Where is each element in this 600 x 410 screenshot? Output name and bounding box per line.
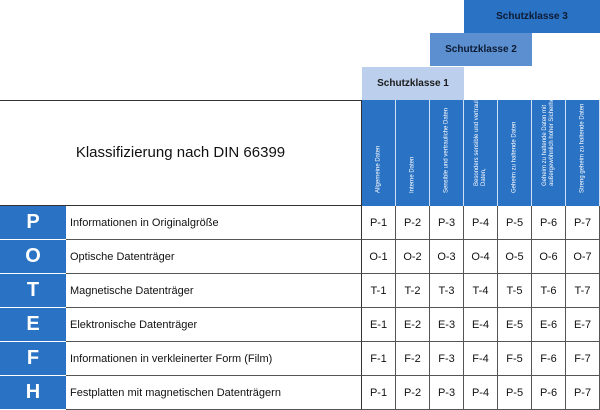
row-letter: H	[0, 376, 66, 410]
table-cell: P-3	[430, 376, 464, 410]
table-cell: T-6	[532, 274, 566, 308]
table-cell: P-7	[566, 206, 600, 240]
table-cell: T-2	[396, 274, 430, 308]
column-header-5: Geheim zu haltende Daten	[498, 100, 532, 206]
table-title: Klassifizierung nach DIN 66399	[0, 100, 362, 206]
row-label: Magnetische Datenträger	[66, 274, 362, 308]
table-cell: P-6	[532, 206, 566, 240]
table-cell: P-1	[362, 206, 396, 240]
table-cell: P-6	[532, 376, 566, 410]
column-header-2: Interne Daten	[396, 100, 430, 206]
table-cell: T-4	[464, 274, 498, 308]
row-label: Informationen in verkleinerter Form (Fil…	[66, 342, 362, 376]
schutzklasse-1-header: Schutzklasse 1	[362, 67, 464, 100]
column-header-3: Sensible und vertrauliche Daten	[430, 100, 464, 206]
table-cell: O-2	[396, 240, 430, 274]
table-cell: F-7	[566, 342, 600, 376]
table-cell: E-6	[532, 308, 566, 342]
table-cell: P-5	[498, 376, 532, 410]
column-header-label: Allgemeine Daten	[375, 145, 381, 193]
table-cell: O-3	[430, 240, 464, 274]
table-cell: P-5	[498, 206, 532, 240]
table-cell: P-7	[566, 376, 600, 410]
table-cell: T-3	[430, 274, 464, 308]
column-header-label: Interne Daten	[409, 156, 415, 193]
row-letter: E	[0, 308, 66, 342]
schutzklasse-2-header: Schutzklasse 2	[430, 33, 532, 66]
table-cell: F-3	[430, 342, 464, 376]
table-cell: O-6	[532, 240, 566, 274]
table-cell: E-4	[464, 308, 498, 342]
table-cell: E-2	[396, 308, 430, 342]
row-label: Informationen in Originalgröße	[66, 206, 362, 240]
row-label: Optische Datenträger	[66, 240, 362, 274]
table-cell: O-1	[362, 240, 396, 274]
table-cell: O-7	[566, 240, 600, 274]
table-cell: E-1	[362, 308, 396, 342]
table-cell: E-3	[430, 308, 464, 342]
column-header-6: Geheim zu haltende Daten mit außergewöhn…	[532, 100, 566, 206]
row-label: Festplatten mit magnetischen Datenträger…	[66, 376, 362, 410]
table-cell: F-4	[464, 342, 498, 376]
table-cell: P-4	[464, 376, 498, 410]
table-cell: F-1	[362, 342, 396, 376]
table-cell: P-3	[430, 206, 464, 240]
table-cell: E-7	[566, 308, 600, 342]
table-cell: T-7	[566, 274, 600, 308]
column-header-label: Geheim zu haltende Daten	[511, 121, 517, 193]
table-cell: P-2	[396, 206, 430, 240]
table-cell: F-6	[532, 342, 566, 376]
schutzklasse-3-header: Schutzklasse 3	[464, 0, 600, 33]
table-cell: T-5	[498, 274, 532, 308]
row-letter: F	[0, 342, 66, 376]
row-letter: T	[0, 274, 66, 308]
column-header-label: Geheim zu haltende Daten mit außergewöhn…	[541, 100, 555, 186]
column-header-7: Streng geheim zu haltende Daten	[566, 100, 600, 206]
row-letter: P	[0, 206, 66, 240]
column-header-1: Allgemeine Daten	[362, 100, 396, 206]
table-cell: F-2	[396, 342, 430, 376]
table-cell: P-2	[396, 376, 430, 410]
column-header-4: Besonders sensible und vertrauliche Date…	[464, 100, 498, 206]
table-cell: P-1	[362, 376, 396, 410]
row-label: Elektronische Datenträger	[66, 308, 362, 342]
table-cell: T-1	[362, 274, 396, 308]
row-letter: O	[0, 240, 66, 274]
table-cell: P-4	[464, 206, 498, 240]
table-cell: E-5	[498, 308, 532, 342]
table-frame	[0, 100, 600, 408]
column-header-label: Sensible und vertrauliche Daten	[443, 107, 449, 193]
table-cell: O-5	[498, 240, 532, 274]
table-cell: F-5	[498, 342, 532, 376]
column-header-label: Besonders sensible und vertrauliche Date…	[473, 100, 487, 186]
table-cell: O-4	[464, 240, 498, 274]
column-header-label: Streng geheim zu haltende Daten	[579, 103, 585, 193]
